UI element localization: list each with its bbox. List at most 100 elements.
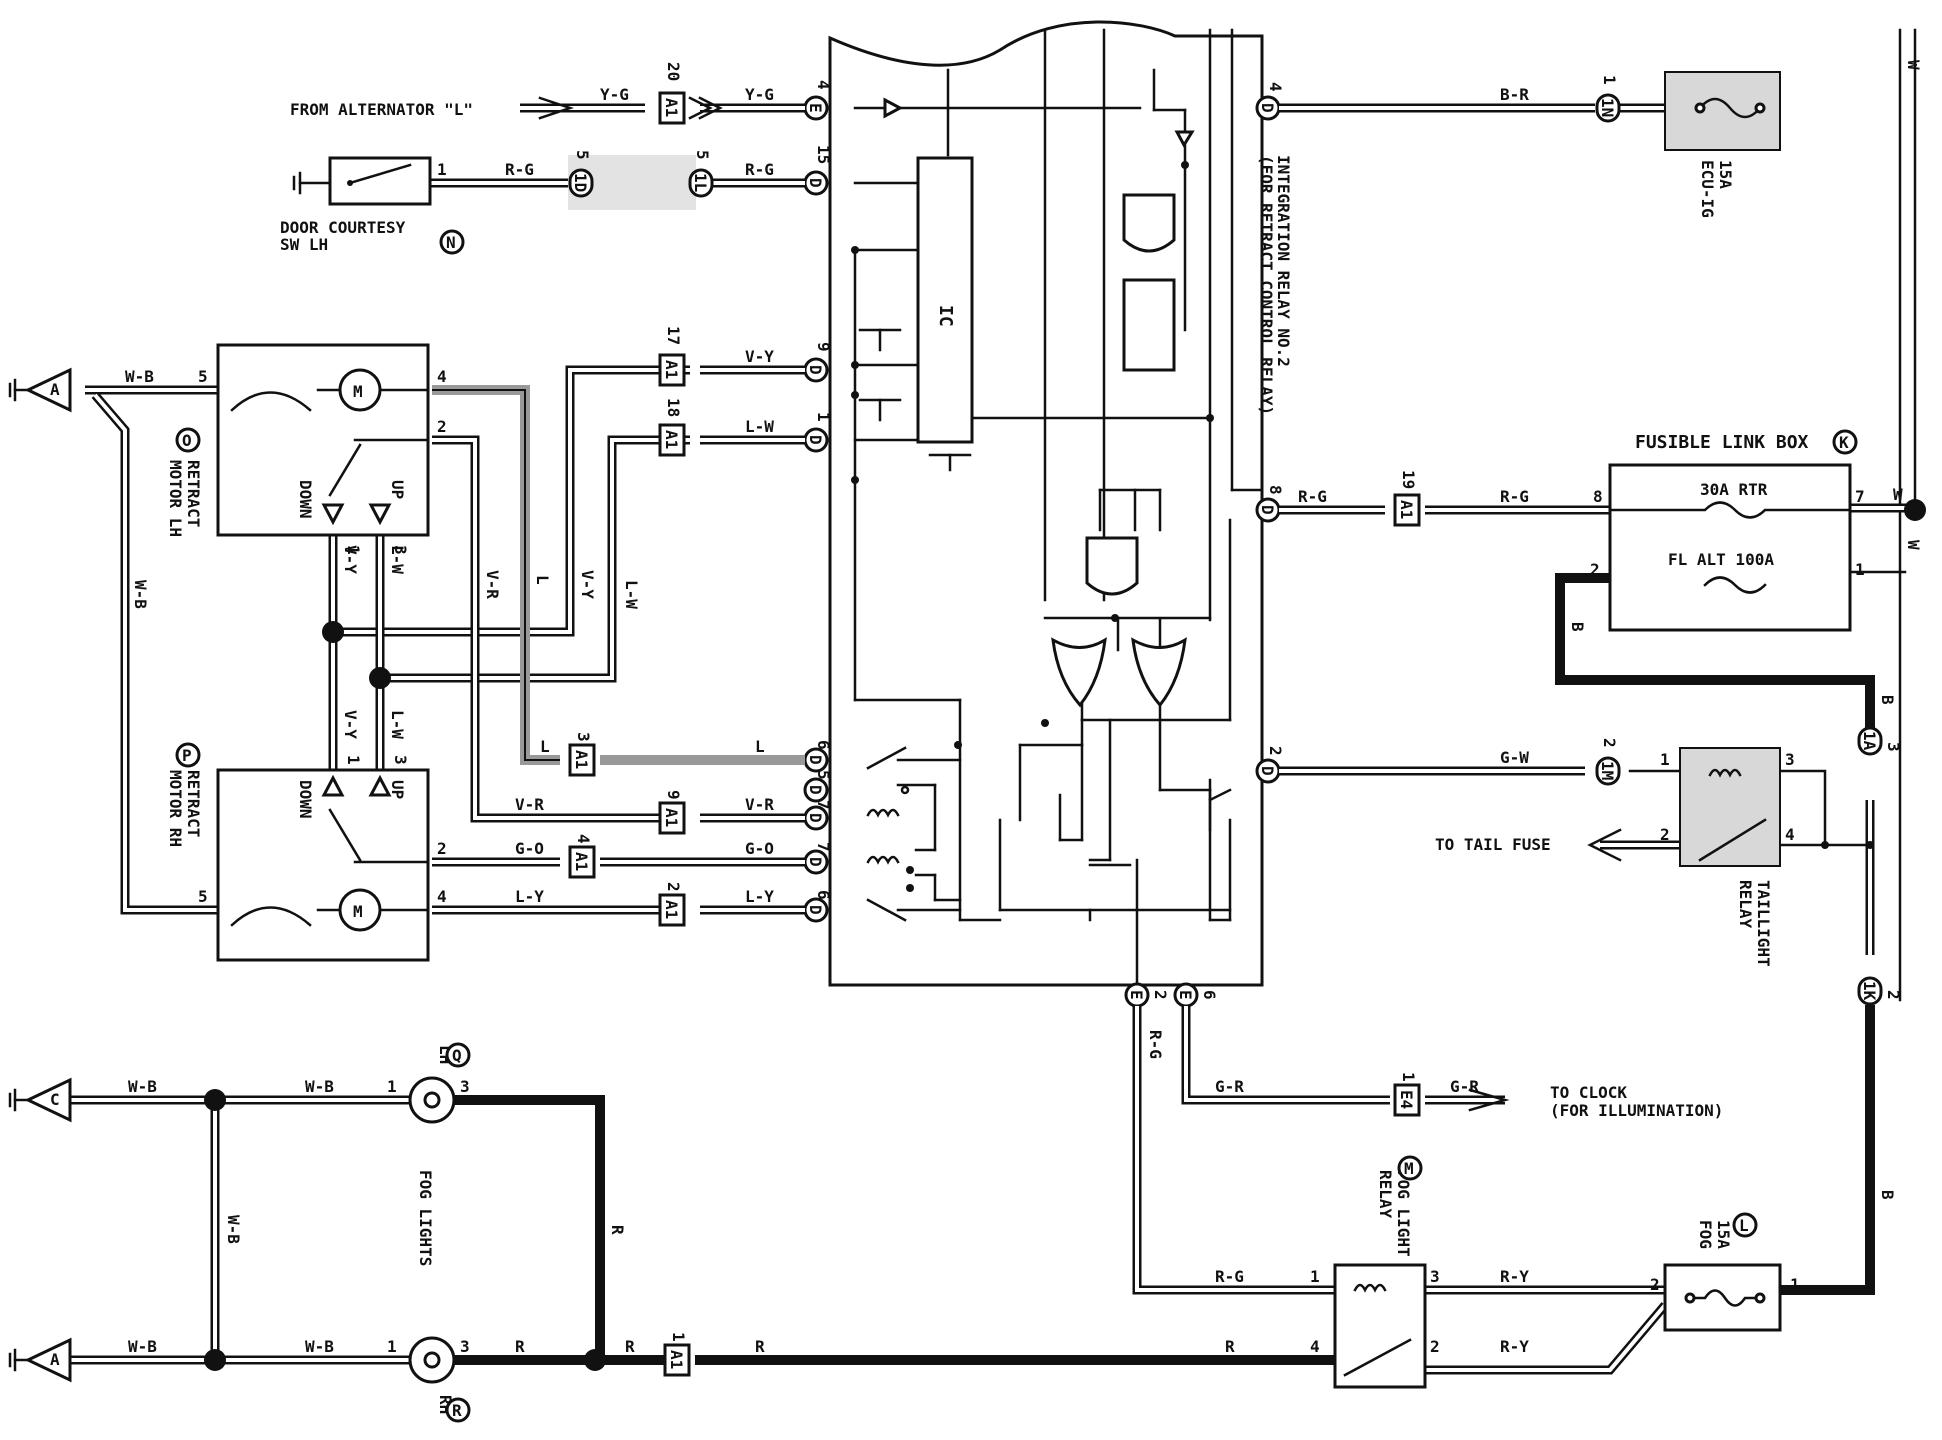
svg-text:W: W — [1893, 485, 1903, 504]
svg-text:L-Y: L-Y — [515, 887, 544, 906]
svg-text:A1: A1 — [662, 808, 681, 827]
svg-text:A1: A1 — [1397, 500, 1416, 519]
svg-text:4: 4 — [1266, 82, 1285, 92]
svg-text:L-W: L-W — [388, 710, 407, 739]
svg-text:A1: A1 — [662, 98, 681, 117]
svg-text:8: 8 — [1266, 485, 1285, 495]
svg-text:8: 8 — [1593, 487, 1603, 506]
svg-text:R-Y: R-Y — [1500, 1337, 1529, 1356]
svg-text:FL ALT 100A: FL ALT 100A — [1668, 550, 1774, 569]
pin-e6-bottom: E 6 — [1173, 982, 1219, 1008]
svg-text:V-R: V-R — [745, 795, 774, 814]
svg-text:3: 3 — [391, 755, 410, 765]
svg-text:Y-G: Y-G — [745, 85, 774, 104]
svg-text:1: 1 — [344, 755, 363, 765]
svg-text:R-G: R-G — [1146, 1030, 1165, 1059]
svg-text:A1: A1 — [662, 430, 681, 449]
svg-text:(FOR ILLUMINATION): (FOR ILLUMINATION) — [1550, 1101, 1723, 1120]
svg-text:15A: 15A — [1714, 1220, 1733, 1249]
svg-text:A1: A1 — [662, 900, 681, 919]
svg-text:A1: A1 — [572, 750, 591, 769]
svg-text:1: 1 — [669, 1332, 688, 1342]
connector-a1-4: A1 4 — [568, 834, 596, 879]
svg-text:1: 1 — [1399, 1072, 1418, 1082]
round-connectors: 1D 5 1L 5 1N 1 1M 2 1A 3 1K 2 — [568, 75, 1903, 1006]
pin-d1: D 1 — [803, 412, 833, 453]
svg-text:30A RTR: 30A RTR — [1700, 480, 1768, 499]
svg-text:5: 5 — [573, 150, 592, 160]
svg-text:R-G: R-G — [505, 160, 534, 179]
wires — [70, 28, 1917, 1375]
pin-d15: D 15 — [803, 145, 833, 196]
relay-left-pins: E 4 D 15 D 9 D 1 D 6 D 5 D — [803, 80, 833, 923]
fusible-link-title: FUSIBLE LINK BOX — [1635, 432, 1809, 453]
svg-text:1K: 1K — [1860, 981, 1879, 1001]
svg-text:7: 7 — [814, 800, 833, 810]
svg-text:W-B: W-B — [125, 367, 154, 386]
connector-a1-2: A1 2 — [658, 882, 686, 927]
connector-a1-20: A1 20 — [658, 62, 686, 125]
svg-text:L-W: L-W — [745, 417, 774, 436]
motor-lh-line1: RETRACT — [184, 460, 203, 527]
fog-light-relay: 1 3 4 2 FOG LIGHT RELAY M — [1310, 1155, 1440, 1389]
relay-name: INTEGRATION RELAY NO.2 — [1274, 155, 1293, 367]
a1-connectors: A1 20 A1 17 A1 18 A1 3 A1 9 A1 4 — [568, 62, 1421, 1377]
relay-subtitle: (FOR RETRACT CONTROL RELAY) — [1257, 155, 1276, 415]
svg-text:A1: A1 — [572, 852, 591, 871]
svg-text:D: D — [806, 905, 825, 915]
svg-text:1: 1 — [387, 1077, 397, 1096]
fog-lights: 1 3 LH Q 1 3 RH R FOG LIGHTS — [387, 1042, 471, 1423]
svg-text:R: R — [452, 1401, 462, 1420]
svg-text:5: 5 — [814, 770, 833, 780]
ground-door-sw — [292, 171, 332, 195]
svg-text:N: N — [446, 233, 456, 252]
svg-text:6: 6 — [814, 890, 833, 900]
svg-text:R-Y: R-Y — [1500, 1267, 1529, 1286]
svg-text:3: 3 — [460, 1077, 470, 1096]
pin-d2-right: D 2 — [1255, 746, 1285, 784]
connector-1n: 1N 1 — [1595, 75, 1621, 123]
connector-a1-18: A1 18 — [658, 398, 686, 457]
svg-text:D: D — [1258, 103, 1277, 113]
svg-text:W: W — [1904, 60, 1923, 70]
svg-text:A: A — [50, 380, 60, 399]
svg-text:2: 2 — [1430, 1337, 1440, 1356]
svg-text:E: E — [1176, 990, 1195, 1000]
svg-text:A: A — [50, 1350, 60, 1369]
svg-text:L-Y: L-Y — [745, 887, 774, 906]
svg-text:1D: 1D — [571, 173, 590, 192]
svg-text:2: 2 — [1884, 990, 1903, 1000]
svg-text:W-B: W-B — [305, 1337, 334, 1356]
svg-text:1M: 1M — [1598, 761, 1617, 780]
svg-text:R: R — [1225, 1337, 1235, 1356]
svg-text:R: R — [515, 1337, 525, 1356]
svg-text:B: B — [1878, 695, 1897, 705]
svg-text:D: D — [806, 785, 825, 795]
connector-1k: 1K 2 — [1857, 976, 1903, 1006]
svg-text:W-B: W-B — [131, 580, 150, 609]
motor-rh-line1: RETRACT — [184, 770, 203, 837]
svg-text:Y-G: Y-G — [600, 85, 629, 104]
integration-relay: IC — [828, 20, 1293, 997]
svg-text:1: 1 — [437, 160, 447, 179]
svg-text:2: 2 — [437, 839, 447, 858]
svg-text:D: D — [1258, 505, 1277, 515]
svg-text:W-B: W-B — [305, 1077, 334, 1096]
svg-text:18: 18 — [664, 398, 683, 417]
svg-text:R-G: R-G — [1298, 487, 1327, 506]
svg-text:FOG: FOG — [1696, 1220, 1715, 1249]
svg-text:V-R: V-R — [515, 795, 544, 814]
svg-text:2: 2 — [1660, 825, 1670, 844]
svg-text:SW LH: SW LH — [280, 235, 328, 254]
svg-text:17: 17 — [664, 326, 683, 345]
svg-text:D: D — [806, 813, 825, 823]
ground-a-top: A — [8, 367, 72, 413]
svg-text:3: 3 — [1884, 742, 1903, 752]
svg-text:G-O: G-O — [515, 839, 544, 858]
svg-text:4: 4 — [437, 887, 447, 906]
svg-text:L: L — [1739, 1216, 1749, 1235]
svg-text:B-R: B-R — [1500, 85, 1529, 104]
pin-d5: D 5 — [803, 770, 833, 803]
retract-motor-rh: M 4 2 5 UP DOWN 1 3 RETRACT MOTOR RH P — [166, 742, 447, 962]
